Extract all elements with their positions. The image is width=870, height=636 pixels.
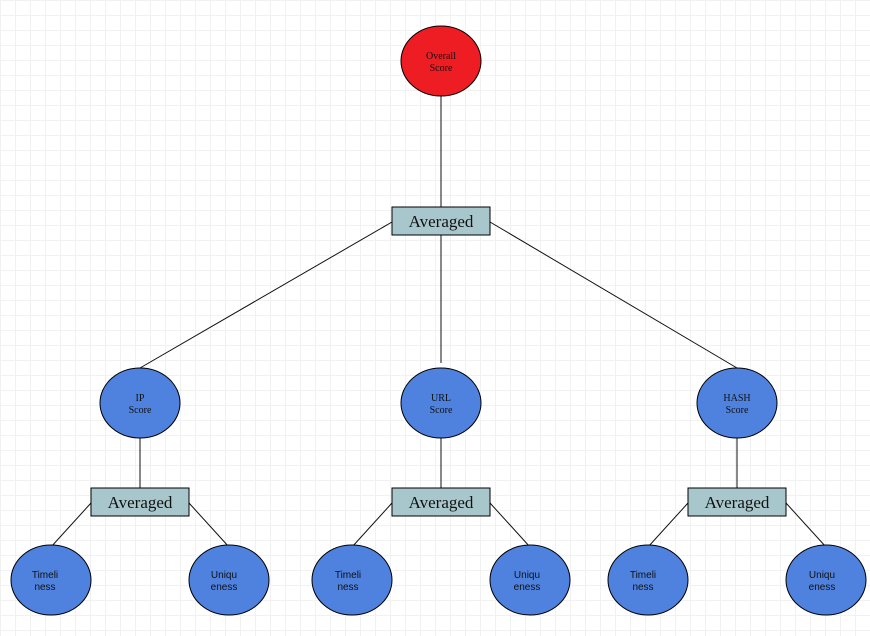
url-score-label-line1: URL bbox=[431, 393, 451, 404]
ip-timeliness-node: Timeli ness bbox=[10, 544, 92, 616]
url-timeliness-label-line1: Timeli bbox=[335, 570, 361, 581]
edge-hash-averaged-to-uniqueness bbox=[785, 502, 827, 548]
url-timeliness-node: Timeli ness bbox=[311, 544, 393, 616]
hash-score-label-line2: Score bbox=[726, 405, 749, 416]
averaged-label-hash: Averaged bbox=[705, 493, 770, 512]
edge-ip-averaged-to-uniqueness bbox=[188, 502, 230, 548]
overall-score-label-line2: Score bbox=[430, 63, 453, 74]
averaged-box-top: Averaged bbox=[391, 206, 491, 236]
hash-uniqueness-circle bbox=[785, 544, 867, 616]
averaged-box-top-rect bbox=[391, 206, 491, 236]
averaged-box-ip: Averaged bbox=[90, 487, 190, 517]
hash-uniqueness-label-line2: eness bbox=[809, 582, 836, 593]
edge-averaged-to-hash bbox=[489, 221, 738, 369]
averaged-label-top: Averaged bbox=[409, 212, 474, 231]
url-uniqueness-label-line1: Uniqu bbox=[514, 570, 540, 581]
url-timeliness-label-line2: ness bbox=[337, 582, 358, 593]
ip-score-label-line2: Score bbox=[129, 405, 152, 416]
ip-score-circle bbox=[99, 367, 181, 439]
averaged-box-hash: Averaged bbox=[687, 487, 787, 517]
connector-lines bbox=[50, 96, 827, 548]
hash-uniqueness-node: Uniqu eness bbox=[785, 544, 867, 616]
edge-averaged-to-ip bbox=[139, 221, 393, 369]
averaged-label-ip: Averaged bbox=[108, 493, 173, 512]
edge-ip-averaged-to-timeliness bbox=[50, 502, 92, 548]
hash-score-node: HASH Score bbox=[696, 367, 778, 439]
ip-timeliness-circle bbox=[10, 544, 92, 616]
overall-score-circle bbox=[400, 25, 482, 97]
ip-score-node: IP Score bbox=[99, 367, 181, 439]
ip-uniqueness-label-line2: eness bbox=[211, 582, 238, 593]
averaged-box-url-rect bbox=[391, 487, 491, 517]
edge-url-averaged-to-timeliness bbox=[351, 502, 393, 548]
averaged-label-url: Averaged bbox=[409, 493, 474, 512]
ip-uniqueness-node: Uniqu eness bbox=[188, 544, 270, 616]
ip-uniqueness-label-line1: Uniqu bbox=[211, 570, 237, 581]
url-uniqueness-label-line2: eness bbox=[514, 582, 541, 593]
url-score-label-line2: Score bbox=[430, 405, 453, 416]
hash-uniqueness-label-line1: Uniqu bbox=[809, 570, 835, 581]
averaged-box-url: Averaged bbox=[391, 487, 491, 517]
ip-timeliness-label-line1: Timeli bbox=[32, 570, 58, 581]
url-uniqueness-circle bbox=[489, 544, 571, 616]
overall-score-label-line1: Overall bbox=[426, 51, 456, 62]
url-timeliness-circle bbox=[311, 544, 393, 616]
ip-timeliness-label-line2: ness bbox=[34, 582, 55, 593]
hash-timeliness-circle bbox=[607, 544, 689, 616]
hash-timeliness-node: Timeli ness bbox=[607, 544, 689, 616]
hash-timeliness-label-line2: ness bbox=[632, 582, 653, 593]
averaged-box-ip-rect bbox=[90, 487, 190, 517]
url-score-node: URL Score bbox=[400, 367, 482, 439]
edge-hash-averaged-to-timeliness bbox=[647, 502, 689, 548]
edge-url-averaged-to-uniqueness bbox=[489, 502, 531, 548]
averaged-box-hash-rect bbox=[687, 487, 787, 517]
overall-score-node: Overall Score bbox=[400, 25, 482, 97]
hash-timeliness-label-line1: Timeli bbox=[630, 570, 656, 581]
hash-score-circle bbox=[696, 367, 778, 439]
url-score-circle bbox=[400, 367, 482, 439]
hash-score-label-line1: HASH bbox=[723, 393, 750, 404]
ip-uniqueness-circle bbox=[188, 544, 270, 616]
url-uniqueness-node: Uniqu eness bbox=[489, 544, 571, 616]
ip-score-label-line1: IP bbox=[136, 393, 145, 404]
